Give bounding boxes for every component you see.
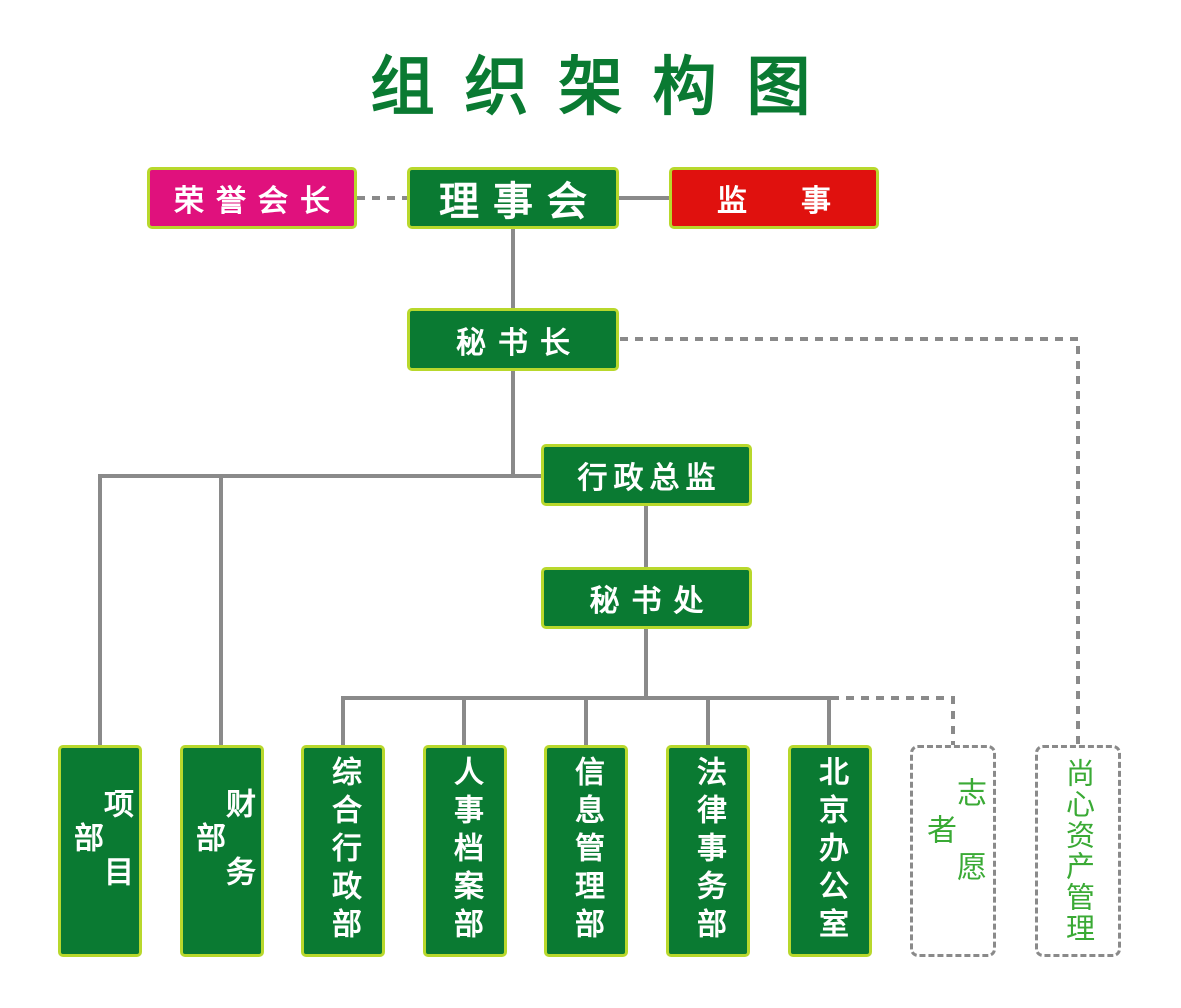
secretary-general-box: 秘书长	[407, 308, 619, 371]
honorary-president-box: 荣誉会长	[147, 167, 357, 229]
volunteer-box: 志愿者	[910, 745, 996, 957]
general-admin-department-box: 综合行政部	[301, 745, 385, 957]
legal-affairs-department-box: 法律事务部	[666, 745, 750, 957]
project-department-box: 项目部	[58, 745, 142, 957]
council-box: 理事会	[407, 167, 619, 229]
asset-management-box: 尚心资产管理	[1035, 745, 1121, 957]
info-management-department-box: 信息管理部	[544, 745, 628, 957]
beijing-office-box: 北京办公室	[788, 745, 872, 957]
dashed-secretary-asset	[620, 337, 1080, 748]
secretariat-box: 秘书处	[541, 567, 752, 629]
dashed-volunteer	[831, 696, 955, 748]
hr-archives-department-box: 人事档案部	[423, 745, 507, 957]
supervisor-box: 监 事	[669, 167, 879, 229]
executive-director-box: 行政总监	[541, 444, 752, 506]
page-title: 组织架构图	[370, 51, 841, 125]
finance-department-box: 财务部	[180, 745, 264, 957]
